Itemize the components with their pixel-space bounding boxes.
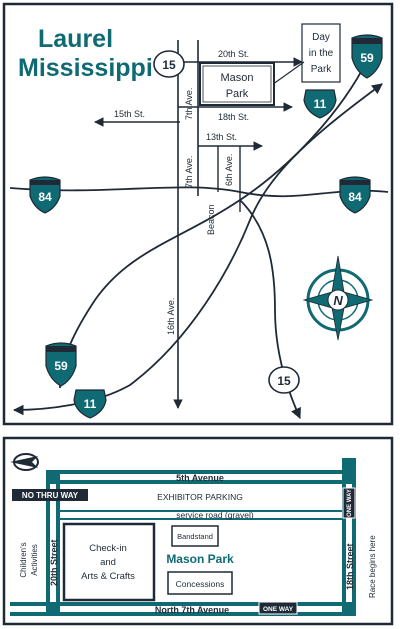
callout-line2: in the: [309, 48, 334, 59]
i59-shield-bottom: 59: [45, 342, 77, 387]
label-checkin-line2: and: [100, 557, 116, 568]
label-no-thru-way: NO THRU WAY: [22, 491, 79, 500]
north-arrow-icon: [10, 453, 39, 471]
one-way-sign-right: [342, 487, 356, 519]
hwy15-shield-top: 15: [153, 50, 185, 78]
label-childrens-line2: Activities: [30, 544, 39, 576]
i59-bottom-number: 59: [54, 359, 68, 373]
hwy15-shield-bottom: 15: [268, 366, 300, 394]
label-20th-street: 20th Street: [49, 539, 59, 586]
label-18th-street: 18th Street: [345, 543, 355, 590]
one-way-sign-bottom: [258, 601, 298, 615]
label-20th-st: 20th St.: [218, 49, 249, 59]
label-childrens-line1: Children's: [19, 542, 28, 577]
i84-left-number: 84: [38, 190, 52, 204]
compass-letter: N: [333, 293, 343, 308]
label-race-begins-here: Race begins here: [368, 535, 377, 598]
bandstand: [171, 525, 219, 547]
day-in-the-park-callout: [301, 23, 341, 83]
label-checkin-line3: Arts & Crafts: [81, 571, 135, 582]
label-7th-ave-upper: 7th Ave.: [184, 88, 194, 120]
label-bandstand: Bandstand: [177, 532, 213, 541]
label-18th-st: 18th St.: [218, 112, 249, 122]
north-compass-icon: N: [302, 255, 374, 341]
label-5th-avenue: 5th Avenue: [176, 473, 224, 483]
area-map-border: [2, 2, 394, 426]
us11-shield-top: 11: [303, 89, 337, 119]
map-title-line1: Laurel: [38, 25, 113, 53]
label-16th-ave: 16th Ave.: [166, 298, 176, 335]
label-7th-ave-lower: 7th Ave.: [184, 156, 194, 188]
label-concessions: Concessions: [176, 579, 225, 589]
no-thru-way-sign: [12, 489, 88, 501]
us11-top-number: 11: [314, 97, 327, 111]
label-13th-st: 13th St.: [206, 132, 237, 142]
map-title-line2: Mississippi: [18, 54, 153, 82]
label-beacon: Beacon: [206, 204, 216, 235]
callout-line1: Day: [312, 32, 330, 43]
area-map: Laurel Mississippi Day in the Park: [2, 2, 394, 426]
label-one-way-bottom: ONE WAY: [263, 606, 294, 613]
checkin-tent: [62, 522, 156, 602]
street-grid: [9, 40, 389, 419]
label-north-7th-avenue: North 7th Avenue: [155, 605, 229, 615]
label-6th-ave: 6th Ave.: [224, 154, 234, 186]
concessions: [167, 571, 233, 595]
label-exhibitor-parking: EXHIBITOR PARKING: [157, 492, 243, 502]
label-mason-park: Mason Park: [166, 552, 234, 566]
i84-shield-right: 84: [339, 176, 371, 214]
label-service-road: service road (gravel): [176, 510, 254, 520]
inset-map-border: [2, 436, 394, 626]
i59-top-number: 59: [360, 51, 374, 65]
label-one-way-right: ONE WAY: [347, 489, 353, 517]
i59-shield-top: 59: [351, 34, 383, 79]
park-label-line2: Park: [226, 88, 249, 100]
label-15th-st: 15th St.: [114, 109, 145, 119]
hwy15-top-number: 15: [162, 58, 176, 72]
road-i84: [9, 186, 389, 198]
inset-map: 5th Avenue service road (gravel) North 7…: [2, 436, 394, 626]
hwy15-bottom-number: 15: [277, 374, 291, 388]
callout-line3: Park: [311, 64, 333, 75]
us11-bottom-number: 11: [84, 397, 97, 411]
park-label-line1: Mason: [220, 72, 253, 84]
i84-right-number: 84: [348, 190, 362, 204]
us11-shield-bottom: 11: [73, 389, 107, 419]
i84-shield-left: 84: [29, 176, 61, 214]
label-checkin-line1: Check-in: [89, 543, 127, 554]
